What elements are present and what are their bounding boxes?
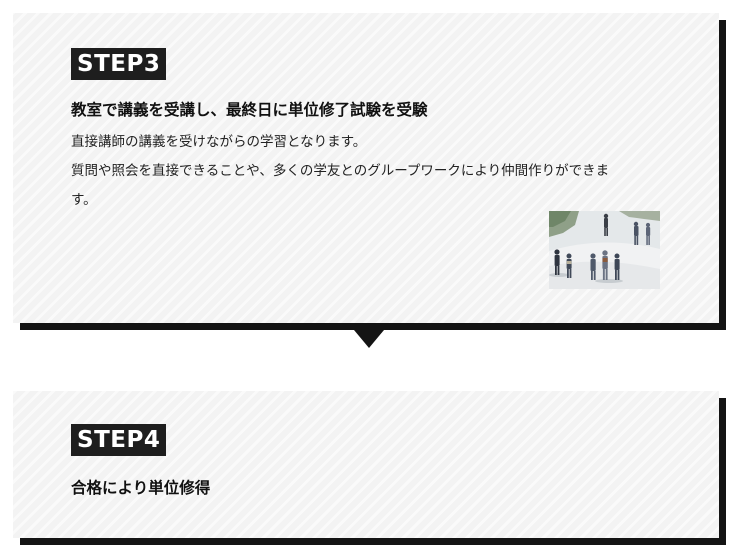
step3-badge: STEP3: [71, 48, 167, 80]
step4-card: STEP4 合格により単位修得: [13, 391, 719, 538]
step3-description-line: 直接講師の講義を受けながらの学習となります。: [71, 134, 367, 150]
step3-card: STEP3 教室で講義を受講し、最終日に単位修了試験を受験 直接講師の講義を受け…: [13, 13, 719, 323]
step3-description: 直接講師の講義を受けながらの学習となります。 質問や照会を直接できることや、多く…: [71, 128, 671, 215]
step4-title: 合格により単位修得: [71, 479, 211, 497]
step3-description-line: 質問や照会を直接できることや、多くの学友とのグループワークにより仲間作りができま: [71, 163, 610, 179]
step3-description-line: す。: [71, 192, 97, 208]
students-walking-photo: [549, 211, 660, 289]
step4-badge: STEP4: [71, 424, 167, 456]
down-arrow-icon: [354, 330, 384, 348]
step3-title: 教室で講義を受講し、最終日に単位修了試験を受験: [71, 101, 428, 119]
